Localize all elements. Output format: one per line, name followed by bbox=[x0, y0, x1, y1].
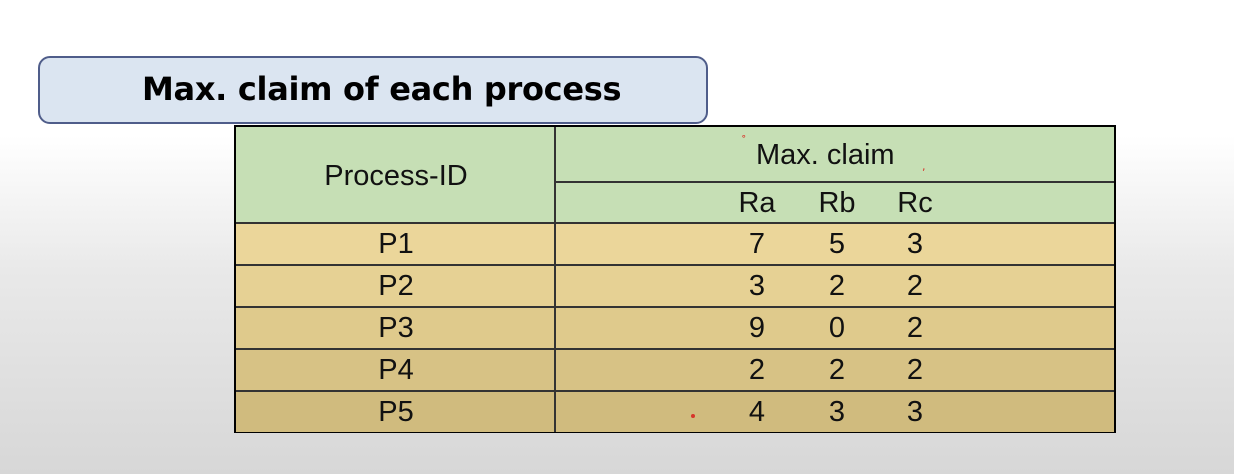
process-id-cell: P5 bbox=[236, 392, 556, 432]
process-id: P2 bbox=[378, 270, 414, 302]
process-id-cell: P1 bbox=[236, 224, 556, 264]
process-id: P1 bbox=[378, 228, 414, 260]
ra-value: 7 bbox=[748, 228, 766, 260]
rb-value: 2 bbox=[828, 354, 846, 386]
process-id-cell: P3 bbox=[236, 308, 556, 348]
ra-value: 3 bbox=[748, 270, 766, 302]
column-header-rb: Rb bbox=[818, 187, 856, 219]
slide-title-box: Max. claim of each process bbox=[38, 56, 708, 124]
max-claim-header: Max. claim bbox=[756, 139, 895, 171]
table-row: P1 7 5 3 bbox=[236, 224, 1114, 266]
process-id: P4 bbox=[378, 354, 414, 386]
max-claim-header-cell: Max. claim ˚ , bbox=[556, 127, 1114, 183]
process-id: P3 bbox=[378, 312, 414, 344]
rb-value: 3 bbox=[828, 396, 846, 428]
process-id-cell: P2 bbox=[236, 266, 556, 306]
rc-value: 3 bbox=[906, 396, 924, 428]
table-row: P5 4 3 3 bbox=[236, 392, 1114, 432]
rc-value: 2 bbox=[906, 270, 924, 302]
rc-value: 2 bbox=[906, 312, 924, 344]
process-id: P5 bbox=[378, 396, 414, 428]
annotation-dot bbox=[691, 414, 695, 418]
process-id-header-cell: Process-ID bbox=[236, 127, 556, 224]
table-row: P2 3 2 2 bbox=[236, 266, 1114, 308]
resource-header-row: Ra Rb Rc bbox=[556, 183, 1114, 224]
rc-value: 3 bbox=[906, 228, 924, 260]
slide-title: Max. claim of each process bbox=[142, 70, 622, 108]
process-id-cell: P4 bbox=[236, 350, 556, 390]
rb-value: 0 bbox=[828, 312, 846, 344]
table-row: P4 2 2 2 bbox=[236, 350, 1114, 392]
ra-value: 2 bbox=[748, 354, 766, 386]
annotation-mark: , bbox=[922, 160, 926, 173]
ra-value: 4 bbox=[748, 396, 766, 428]
rb-value: 5 bbox=[828, 228, 846, 260]
table-row: P3 9 0 2 bbox=[236, 308, 1114, 350]
rb-value: 2 bbox=[828, 270, 846, 302]
column-header-rc: Rc bbox=[897, 187, 933, 219]
max-claim-table: Process-ID Max. claim ˚ , Ra Rb Rc P1 7 5 3… bbox=[234, 125, 1116, 433]
column-header-ra: Ra bbox=[738, 187, 776, 219]
process-id-header: Process-ID bbox=[324, 160, 468, 192]
ra-value: 9 bbox=[748, 312, 766, 344]
rc-value: 2 bbox=[906, 354, 924, 386]
annotation-mark: ˚ bbox=[741, 134, 747, 147]
